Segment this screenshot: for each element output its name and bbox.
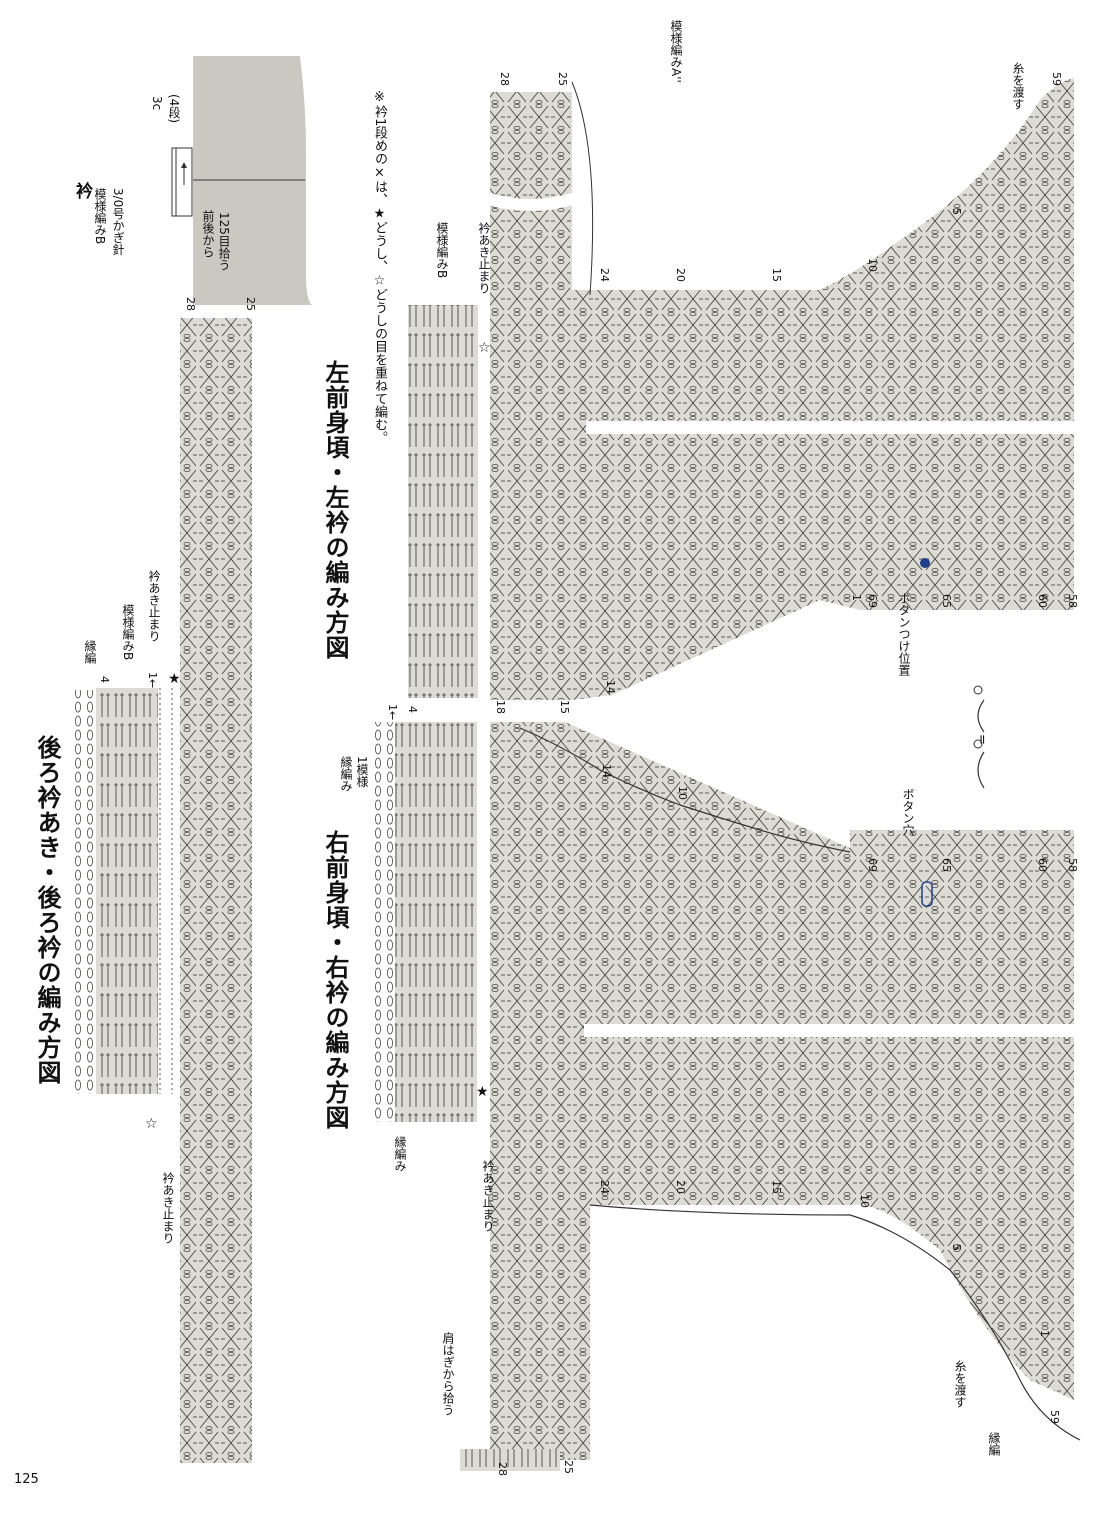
right-one-pattern-label: 1模様 [355, 756, 369, 788]
right-shoulder-label: 肩はぎから拾う [441, 1332, 455, 1416]
collar-pickup-line1: 前後から [201, 210, 215, 258]
right-scallop-edge [519, 727, 851, 853]
back-chart-graphic [72, 318, 252, 1463]
collar-pickup-line2: 125目拾う [217, 212, 231, 271]
left-row-1: 1 [850, 594, 863, 601]
right-row-28: 28 [496, 1462, 509, 1476]
back-pattern-label: 模様編みB [121, 604, 135, 661]
right-row-69: 69 [866, 858, 879, 872]
overlap-note: ※衿1段めの×は、★どうし、☆どうしの目を重ねて編む。 [372, 90, 387, 445]
left-collar-band-panel [408, 305, 478, 698]
left-row-24: 24 [598, 268, 611, 282]
right-front-chart-title: 右前身頃・右衿の編み方図 [321, 830, 349, 1130]
left-row-65: 65 [940, 594, 953, 608]
right-front-gap [584, 1024, 1076, 1037]
left-row-28: 28 [498, 72, 511, 86]
right-row-20: 20 [674, 1180, 687, 1194]
back-edge-label: 縁編 [83, 640, 97, 664]
left-row-18: 18 [494, 700, 507, 714]
right-row-59: 59 [1048, 1410, 1061, 1424]
right-row-5: 5 [950, 1244, 963, 1251]
back-row-28: 28 [184, 297, 197, 311]
back-chart-title: 後ろ衿あき・後ろ衿の編み方図 [33, 735, 61, 1085]
left-row-10: 10 [866, 258, 879, 272]
left-row-20: 20 [674, 268, 687, 282]
right-row-10a: 10 [676, 786, 689, 800]
right-row-10b: 10 [858, 1194, 871, 1208]
right-row-58: 58 [1066, 858, 1079, 872]
back-opening-stop-label: 衿あき止まり [147, 570, 161, 642]
legend-graphic [973, 685, 985, 789]
right-row-1: 1← [386, 704, 399, 721]
left-opening-stop-label: 衿あき止まり [477, 222, 491, 294]
left-pattern-a-label: 模様編みA'' [669, 20, 683, 83]
left-row-25: 25 [556, 72, 569, 86]
right-row-60: 60 [1036, 858, 1049, 872]
right-row-15a: 15 [558, 700, 571, 714]
collar-hook-label: 3/0号かぎ針 [111, 188, 125, 256]
left-row-5: 5 [950, 208, 963, 215]
legend-equals: = [974, 734, 989, 745]
collar-title: 衿 [72, 182, 92, 199]
right-edge-label-2: 縁編み [339, 756, 353, 792]
right-row-4: 4 [406, 706, 419, 713]
back-white-star: ☆ [145, 1116, 158, 1132]
collar-band-rect [171, 147, 193, 217]
back-opening-stop-label-2: 衿あき止まり [161, 1172, 175, 1244]
right-edge-label: 縁編み [393, 1136, 407, 1172]
left-yarn-label: 糸を渡す [1011, 62, 1025, 110]
right-row-25: 25 [562, 1460, 575, 1474]
back-row-4: 4 [98, 676, 111, 683]
left-front-gap [586, 421, 1076, 434]
left-row-69: 69 [866, 594, 879, 608]
left-row-59: 59 [1050, 72, 1063, 86]
right-edge-label-3: 縁編 [987, 1432, 1001, 1456]
back-row-1: 1← [146, 672, 159, 689]
collar-pattern-label: 模様編みB [93, 188, 107, 245]
right-row-65: 65 [940, 858, 953, 872]
right-row-14: 14 [600, 764, 613, 778]
left-front-body-panel [572, 78, 1074, 700]
left-front-yoke-panel [490, 92, 572, 700]
back-black-star: ★ [168, 671, 181, 687]
back-collar-band-panel [96, 688, 158, 1094]
right-row-24: 24 [598, 1180, 611, 1194]
left-pattern-label: 模様編みB [435, 222, 449, 279]
buttonhole-marker [921, 881, 933, 907]
left-row-58: 58 [1066, 594, 1079, 608]
left-button-label: ボタンつけ位置 [897, 592, 911, 676]
right-collar-band-panel [395, 722, 477, 1122]
right-shoulder-band [460, 1449, 560, 1471]
right-opening-stop-label: 衿あき止まり [481, 1160, 495, 1232]
left-front-chart-graphic [408, 78, 1076, 700]
right-front-body-panel [490, 722, 1074, 1460]
left-front-chart-title: 左前身頃・左衿の編み方図 [321, 360, 349, 660]
collar-schematic-graphic [171, 56, 312, 305]
collar-rows-note: (4段) [167, 94, 181, 123]
right-edge-chain [372, 722, 395, 1122]
left-row-60: 60 [1036, 594, 1049, 608]
right-armhole-edge [589, 1204, 1081, 1441]
back-yoke-panel [180, 318, 252, 1463]
left-row-15: 15 [770, 268, 783, 282]
back-edge-chain [72, 690, 96, 1094]
right-buttonhole-label: ボタン穴 [901, 788, 915, 836]
right-row-1b: 1 [1038, 1330, 1051, 1337]
left-white-star: ☆ [478, 340, 491, 356]
left-row-14: 14 [604, 680, 617, 694]
collar-height-note: 3c [150, 96, 164, 111]
right-front-chart-graphic [372, 722, 1081, 1471]
right-black-star: ★ [476, 1084, 489, 1100]
right-yarn-label: 糸を渡す [953, 1360, 967, 1408]
right-row-15b: 15 [770, 1180, 783, 1194]
page-number: 125 [14, 1472, 39, 1487]
back-row-25: 25 [244, 297, 257, 311]
button-position-marker [920, 558, 930, 568]
